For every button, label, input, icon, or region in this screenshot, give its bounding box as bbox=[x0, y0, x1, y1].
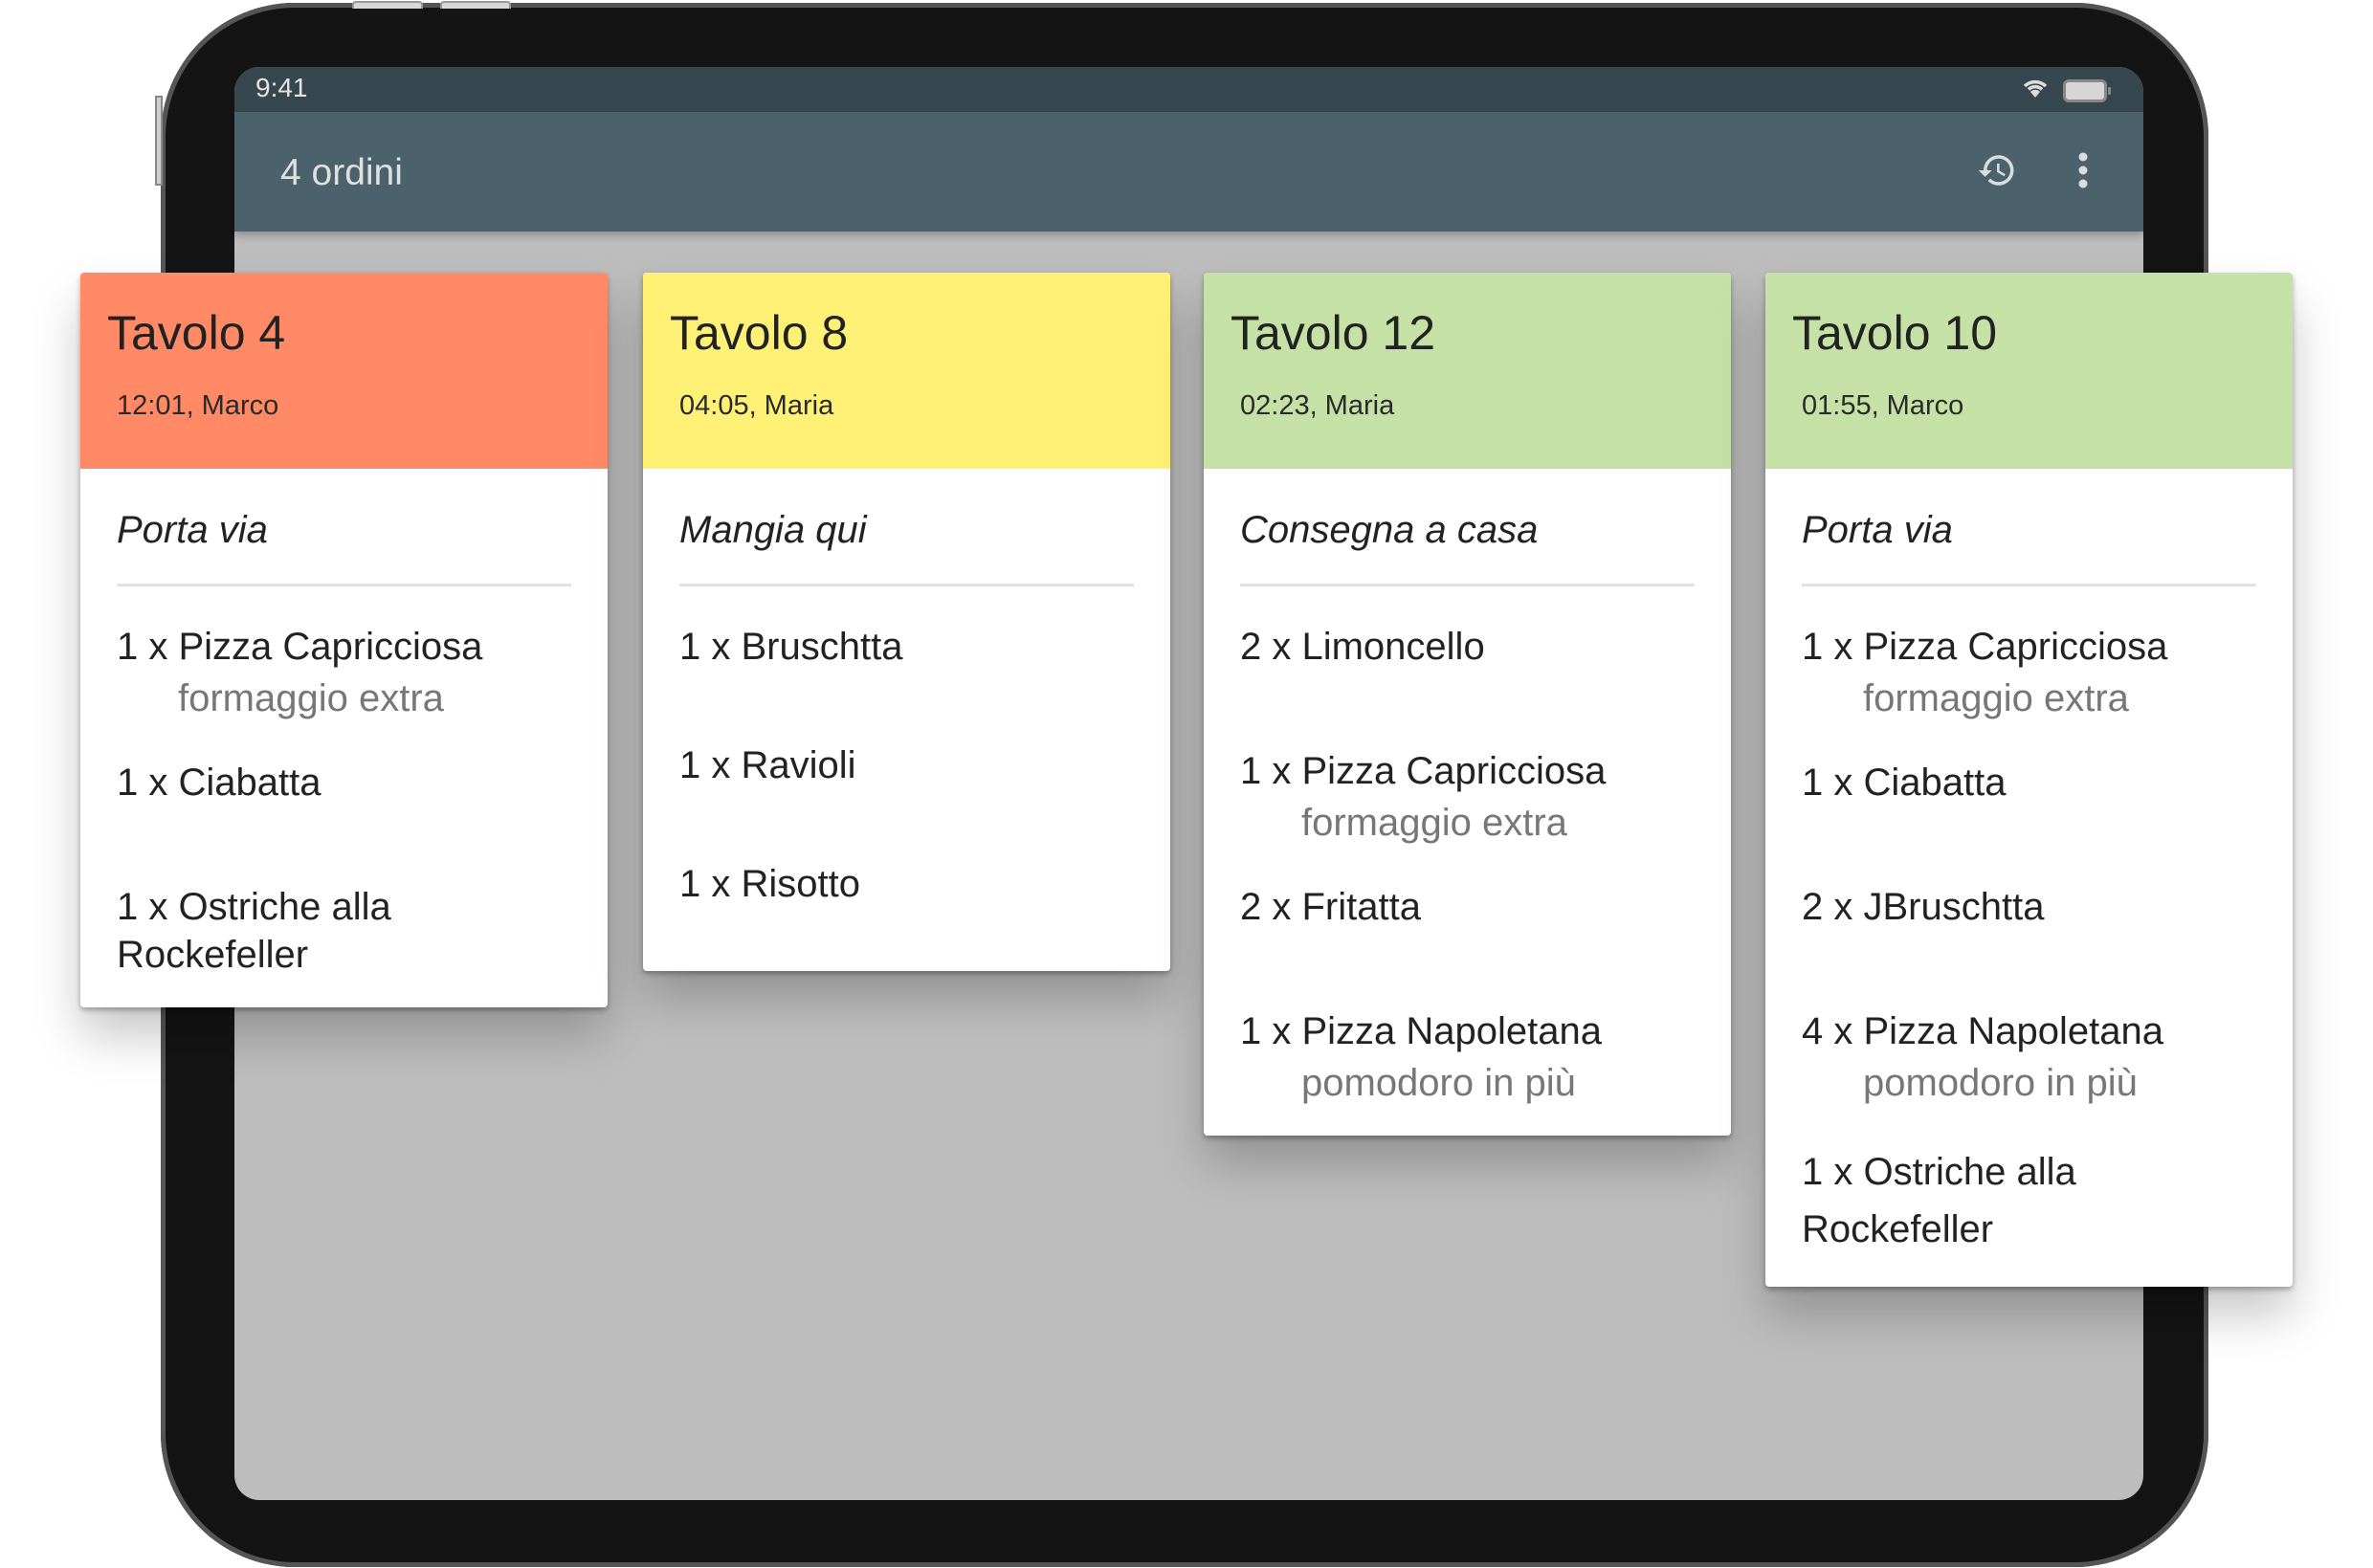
order-item: 1 x Pizza Capricciosa formaggio extra bbox=[117, 586, 571, 722]
item-line: 1 x Pizza Capricciosa bbox=[1802, 626, 2168, 668]
history-icon bbox=[1978, 155, 2014, 186]
order-item: 1 x Bruschtta bbox=[679, 586, 1134, 705]
order-type: Porta via bbox=[1802, 469, 2256, 586]
device-top-button bbox=[352, 1, 423, 9]
table-name: Tavolo 12 bbox=[1231, 306, 1436, 360]
order-item: 1 x Ravioli bbox=[679, 705, 1134, 824]
order-item: 4 x Pizza Napoletana pomodoro in più bbox=[1802, 971, 2256, 1107]
order-card-header: Tavolo 12 02:23, Maria bbox=[1204, 273, 1731, 469]
item-line: 1 x Ostriche alla Rockefeller bbox=[1802, 1151, 2076, 1250]
order-card-header: Tavolo 8 04:05, Maria bbox=[643, 273, 1170, 469]
table-name: Tavolo 8 bbox=[670, 306, 849, 360]
item-line: 2 x JBruschtta bbox=[1802, 886, 2045, 928]
history-button[interactable] bbox=[1975, 148, 2019, 192]
order-time-waiter: 04:05, Maria bbox=[679, 390, 834, 421]
device-side-button bbox=[155, 96, 163, 186]
page-title: 4 ordini bbox=[280, 152, 403, 193]
order-item: 1 x Ciabatta bbox=[1802, 722, 2256, 847]
item-line: 1 x Risotto bbox=[679, 863, 860, 905]
table-name: Tavolo 10 bbox=[1792, 306, 1998, 360]
order-card[interactable]: Tavolo 10 01:55, Marco Porta via 1 x Piz… bbox=[1765, 273, 2293, 1287]
order-type: Consegna a casa bbox=[1240, 469, 1695, 586]
status-time: 9:41 bbox=[255, 73, 308, 102]
item-line: 2 x Fritatta bbox=[1240, 886, 1421, 928]
wifi-icon bbox=[2021, 77, 2050, 104]
order-card-header: Tavolo 4 12:01, Marco bbox=[80, 273, 608, 469]
battery-icon bbox=[2063, 78, 2111, 102]
item-note: formaggio extra bbox=[1863, 677, 2129, 719]
order-item: 1 x Ciabatta bbox=[117, 722, 571, 847]
item-line: 2 x Limoncello bbox=[1240, 626, 1485, 668]
item-note: pomodoro in più bbox=[1863, 1062, 2138, 1104]
device-top-button bbox=[440, 1, 511, 9]
order-time-waiter: 02:23, Maria bbox=[1240, 390, 1395, 421]
app-bar: 4 ordini bbox=[234, 112, 2143, 232]
order-item: 2 x Limoncello bbox=[1240, 586, 1695, 711]
item-line: 1 x Pizza Capricciosa bbox=[1240, 750, 1607, 792]
order-item: 1 x Pizza Napoletana pomodoro in più bbox=[1240, 971, 1695, 1107]
item-line: 1 x Bruschtta bbox=[679, 626, 903, 668]
order-item: 1 x Risotto bbox=[679, 824, 1134, 942]
more-options-button[interactable] bbox=[2061, 148, 2105, 192]
item-line: 1 x Ciabatta bbox=[117, 762, 322, 804]
table-name: Tavolo 4 bbox=[107, 306, 286, 360]
order-type: Mangia qui bbox=[679, 469, 1134, 586]
order-item: 1 x Ostriche alla Rockefeller bbox=[1802, 1107, 2256, 1258]
order-item: 1 x Pizza Capricciosa formaggio extra bbox=[1240, 711, 1695, 847]
order-item: 1 x Ostriche alla Rockefeller bbox=[117, 847, 571, 979]
item-line: 1 x Ostriche alla Rockefeller bbox=[117, 886, 391, 976]
order-card-header: Tavolo 10 01:55, Marco bbox=[1765, 273, 2293, 469]
order-item: 1 x Pizza Capricciosa formaggio extra bbox=[1802, 586, 2256, 722]
item-line: 1 x Pizza Napoletana bbox=[1240, 1010, 1603, 1052]
more-vert-icon bbox=[2078, 152, 2088, 188]
item-note: formaggio extra bbox=[178, 677, 444, 719]
item-line: 1 x Ravioli bbox=[679, 744, 856, 786]
order-card[interactable]: Tavolo 4 12:01, Marco Porta via 1 x Pizz… bbox=[80, 273, 608, 1007]
order-card[interactable]: Tavolo 8 04:05, Maria Mangia qui 1 x Bru… bbox=[643, 273, 1170, 971]
item-line: 1 x Ciabatta bbox=[1802, 762, 2007, 804]
order-item: 2 x JBruschtta bbox=[1802, 847, 2256, 971]
order-card[interactable]: Tavolo 12 02:23, Maria Consegna a casa 2… bbox=[1204, 273, 1731, 1136]
order-time-waiter: 12:01, Marco bbox=[117, 390, 279, 421]
order-time-waiter: 01:55, Marco bbox=[1802, 390, 1964, 421]
item-line: 4 x Pizza Napoletana bbox=[1802, 1010, 2164, 1052]
item-line: 1 x Pizza Capricciosa bbox=[117, 626, 483, 668]
item-note: formaggio extra bbox=[1301, 802, 1567, 844]
item-note: pomodoro in più bbox=[1301, 1062, 1576, 1104]
order-item: 2 x Fritatta bbox=[1240, 847, 1695, 971]
order-type: Porta via bbox=[117, 469, 571, 586]
status-bar: 9:41 bbox=[234, 67, 2143, 112]
